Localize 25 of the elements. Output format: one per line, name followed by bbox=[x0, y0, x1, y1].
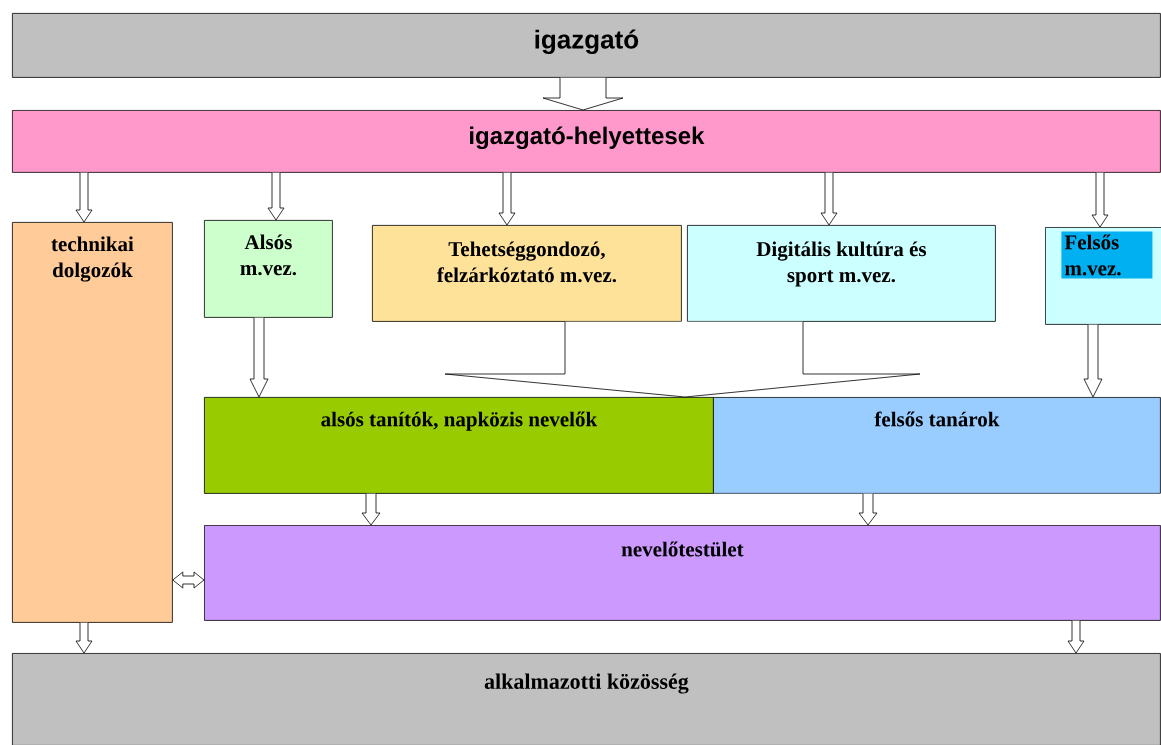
teacher-band: alsós tanítók, napközis nevelők bbox=[204, 397, 714, 494]
staff-column: technikai dolgozók bbox=[12, 222, 173, 623]
lead-box: Digitális kultúra és sport m.vez. bbox=[687, 225, 996, 322]
lead-box: Tehetséggondozó, felzárkóztató m.vez. bbox=[372, 225, 682, 322]
block-arrow bbox=[75, 622, 93, 654]
header-band: igazgató bbox=[12, 13, 1161, 78]
double-arrow bbox=[172, 571, 205, 589]
merge-arrow bbox=[444, 321, 921, 398]
block-arrow bbox=[1067, 620, 1085, 654]
block-arrow bbox=[75, 172, 93, 223]
block-arrow bbox=[820, 172, 838, 226]
lead-box: Alsós m.vez. bbox=[204, 220, 333, 318]
teacher-band: felsős tanárok bbox=[713, 397, 1161, 494]
staff-band: nevelőtestület bbox=[204, 525, 1161, 621]
community-band: alkalmazotti közösség bbox=[12, 653, 1161, 745]
lead-box: Felsős m.vez. bbox=[1045, 227, 1161, 325]
block-arrow bbox=[1091, 172, 1109, 228]
block-arrow bbox=[267, 172, 285, 221]
block-arrow bbox=[542, 77, 624, 111]
deputy-band: igazgató-helyettesek bbox=[12, 110, 1161, 173]
block-arrow bbox=[249, 317, 269, 398]
block-arrow bbox=[498, 172, 516, 226]
block-arrow bbox=[1083, 324, 1103, 398]
block-arrow bbox=[858, 493, 878, 526]
block-arrow bbox=[361, 493, 381, 526]
